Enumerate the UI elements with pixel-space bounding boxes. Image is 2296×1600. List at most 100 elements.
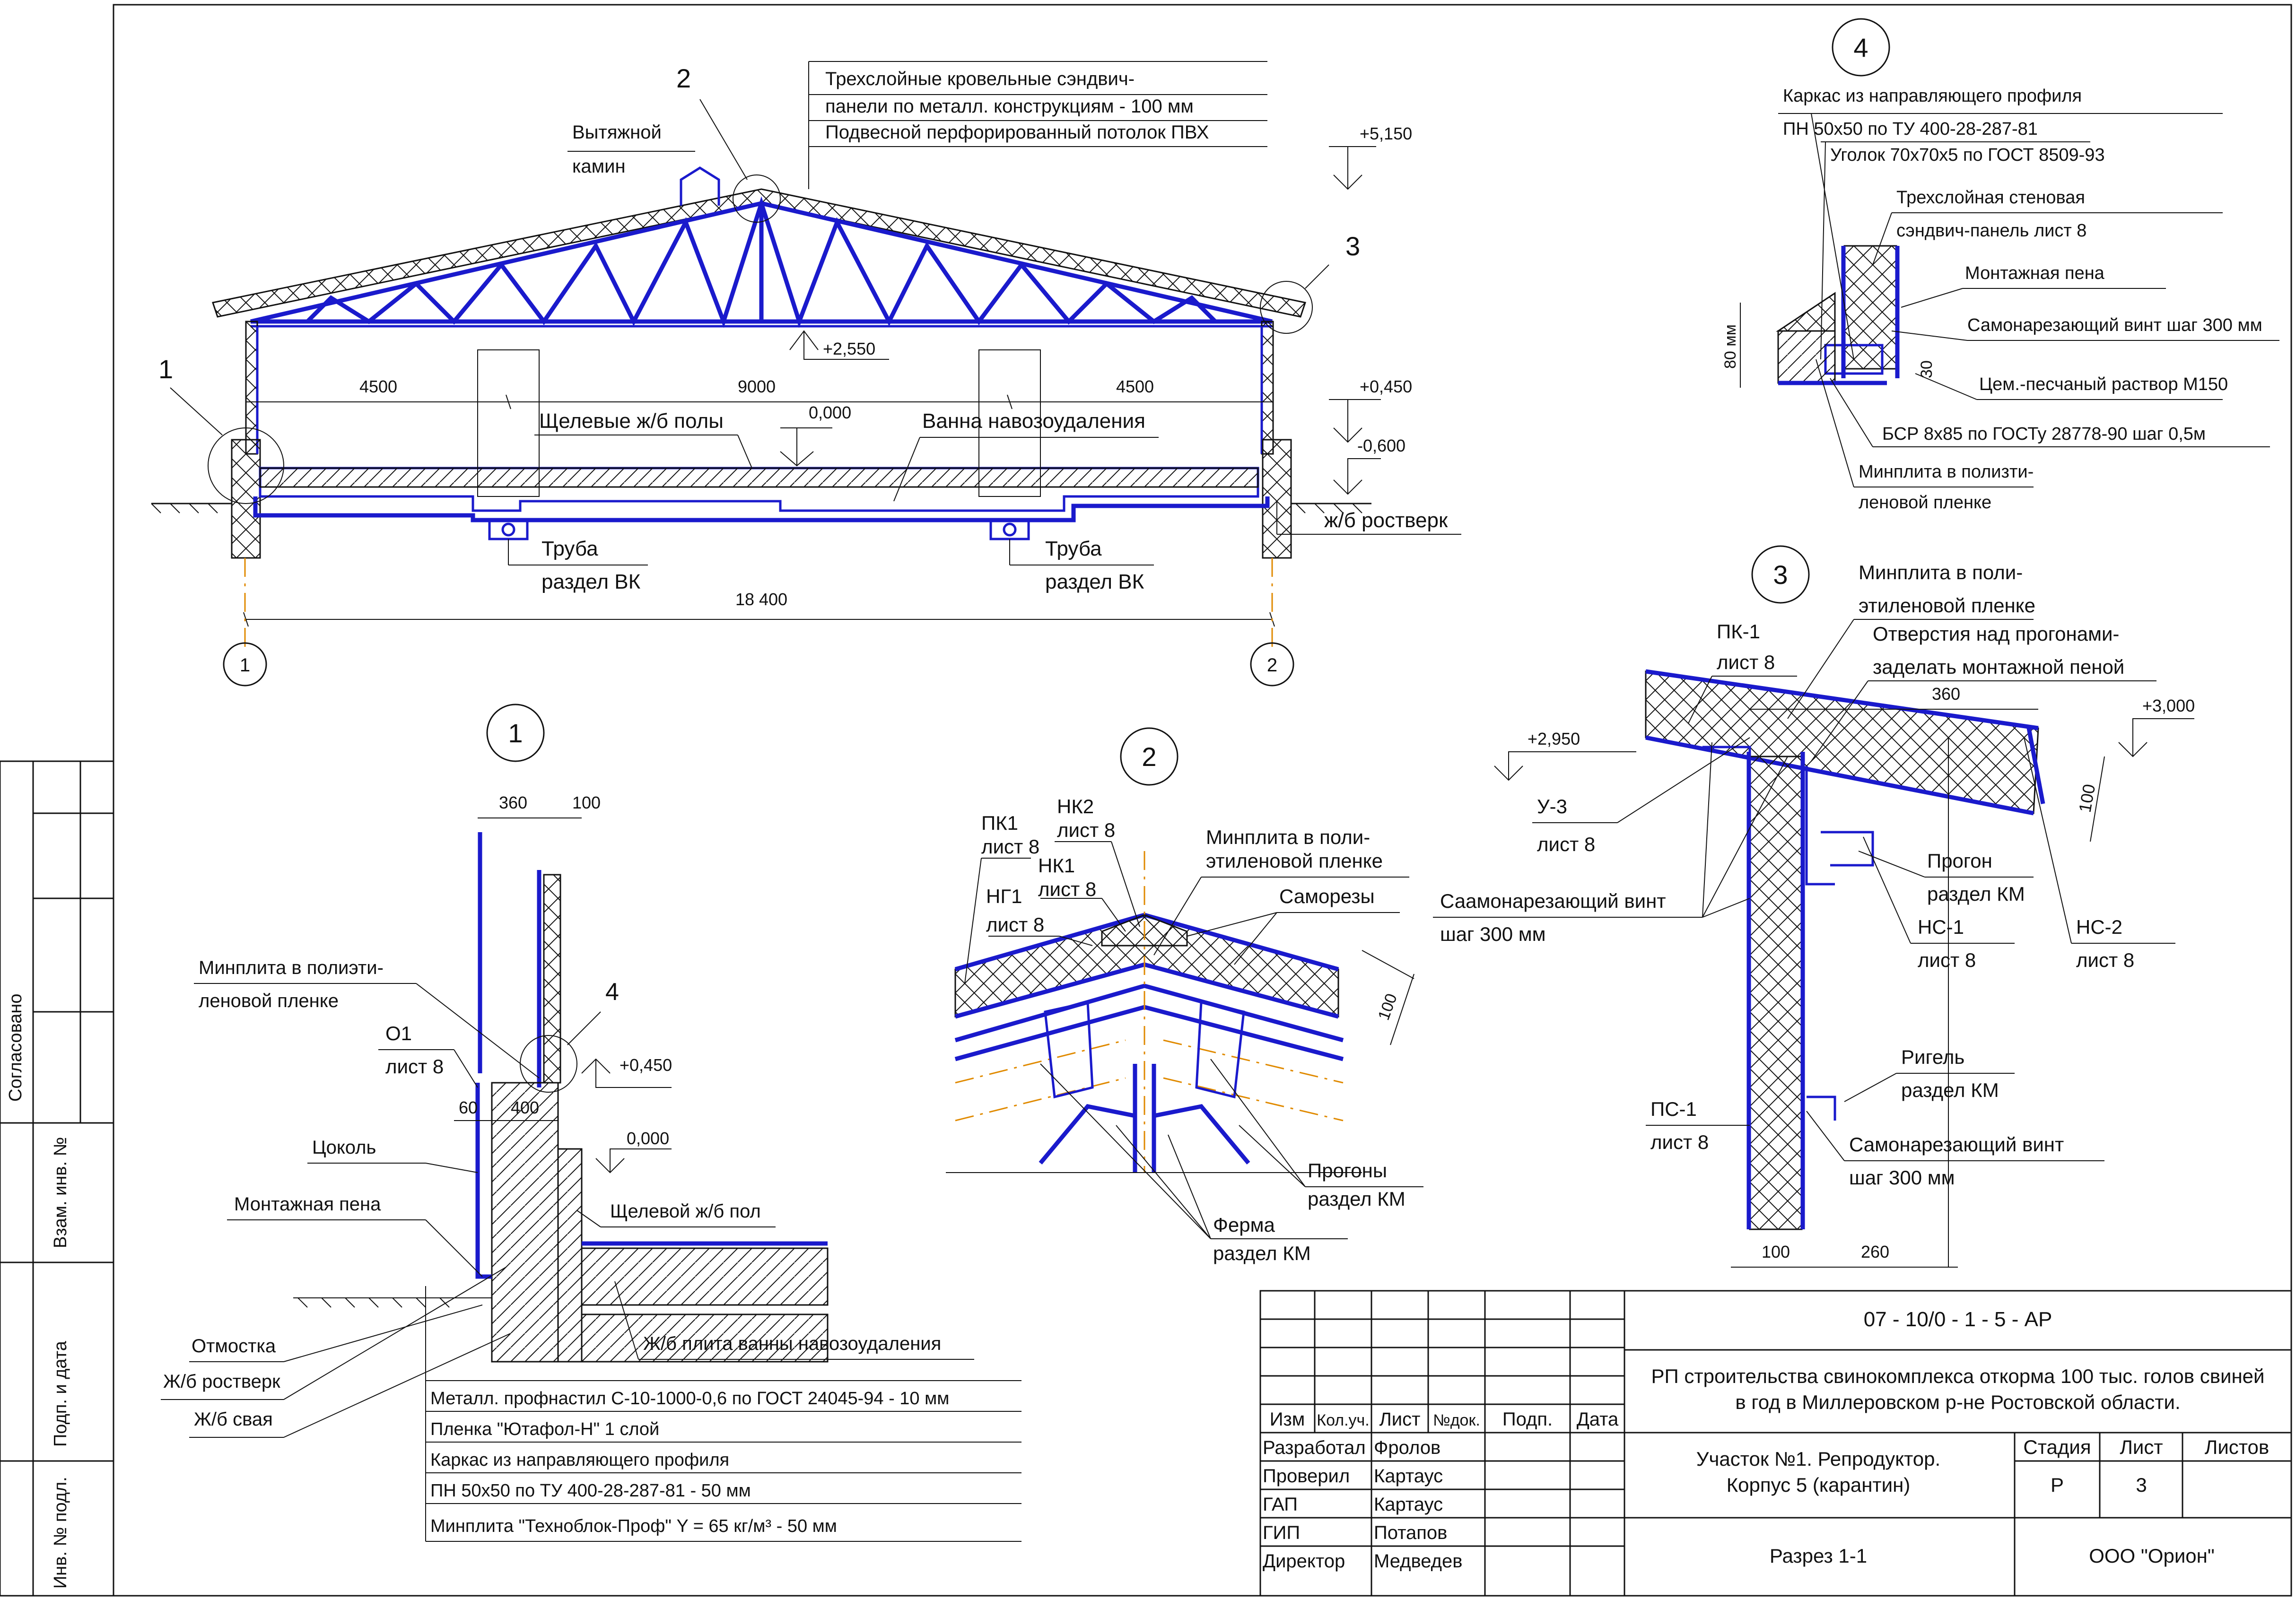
detail-4-line-9: БСР 8х85 по ГОСТу 28778-90 шаг 0,5м bbox=[1882, 424, 2206, 444]
d3-rigel-2: раздел КМ bbox=[1901, 1079, 1999, 1101]
detail-4-line-6: Монтажная пена bbox=[1965, 263, 2105, 283]
tb-name-1: Фролов bbox=[1374, 1437, 1440, 1458]
tb-role-3: ГАП bbox=[1263, 1494, 1298, 1515]
callout-circle-1 bbox=[208, 427, 284, 504]
d1-otmostka: Отмостка bbox=[192, 1336, 276, 1357]
svg-text:0,000: 0,000 bbox=[809, 403, 851, 422]
d3-minplita-1: Минплита в поли- bbox=[1859, 561, 2023, 583]
d3-screw-1: Саамонарезающий винт bbox=[1440, 890, 1666, 912]
d2-pk1-2: лист 8 bbox=[981, 835, 1039, 858]
spec-row-1: Металл. профнастил С-10-1000-0,6 по ГОСТ… bbox=[430, 1389, 949, 1409]
detail-4-line-1: Каркас из направляющего профиля bbox=[1783, 86, 2082, 106]
tb-h-podp: Подп. bbox=[1502, 1409, 1553, 1430]
d3-level-a: +2,950 bbox=[1528, 729, 1580, 748]
d2-progony-2: раздел КМ bbox=[1308, 1188, 1406, 1210]
d2-ng1-1: НГ1 bbox=[986, 885, 1022, 907]
tb-object-1: Участок №1. Репродуктор. bbox=[1696, 1448, 1940, 1470]
bath-label: Ванна навозоудаления bbox=[922, 409, 1145, 433]
d1-floor: Щелевой ж/б пол bbox=[610, 1201, 761, 1222]
d1-o1-1: О1 bbox=[385, 1022, 412, 1044]
d1-level2: 0,000 bbox=[627, 1129, 669, 1148]
roof-note-1: Трехслойные кровельные сэндвич- bbox=[825, 69, 1135, 89]
d1-level1: +0,450 bbox=[620, 1055, 672, 1075]
footing-label: ж/б ростверк bbox=[1324, 509, 1448, 532]
d2-minplita-1: Минплита в поли- bbox=[1206, 826, 1370, 848]
tb-h-doc: №док. bbox=[1433, 1411, 1480, 1429]
d3-dim-b2: 260 bbox=[1861, 1242, 1889, 1261]
svg-text:+2,550: +2,550 bbox=[823, 339, 875, 358]
tb-role-5: Директор bbox=[1263, 1551, 1345, 1572]
tb-role-4: ГИП bbox=[1263, 1522, 1300, 1543]
detail-2: 2 100 ПК1 лист 8 НК2 лист 8 НК1 лист 8 Н… bbox=[946, 727, 1423, 1264]
roof-panel bbox=[212, 188, 1306, 318]
spec-row-4: ПН 50х50 по ТУ 400-28-287-81 - 50 мм bbox=[430, 1481, 751, 1501]
bath bbox=[259, 467, 1259, 512]
svg-text:-0,600: -0,600 bbox=[1357, 436, 1406, 455]
axis-1-marker bbox=[223, 642, 267, 687]
inv-label: Инв. № подл. bbox=[51, 1477, 70, 1589]
tb-sheet-h: Лист bbox=[2120, 1436, 2163, 1458]
d3-progon-2: раздел КМ bbox=[1927, 883, 2025, 905]
tb-h-kolvo: Кол.уч. bbox=[1317, 1411, 1369, 1429]
d2-nk2-1: НК2 bbox=[1057, 795, 1094, 817]
d3-dim-top: 360 bbox=[1932, 684, 1960, 704]
d1-dim-a: 360 bbox=[499, 793, 527, 812]
floors-label: Щелевые ж/б полы bbox=[539, 409, 724, 433]
d3-pk1-1: ПК-1 bbox=[1717, 620, 1760, 643]
d1-tsokol: Цоколь bbox=[312, 1137, 376, 1158]
spec-table: Металл. профнастил С-10-1000-0,6 по ГОСТ… bbox=[425, 1286, 1021, 1542]
dim-right: 4500 bbox=[1116, 377, 1154, 396]
pipe-left-2: раздел ВК bbox=[541, 570, 641, 593]
detail-4-line-5: сэндвич-панель лист 8 bbox=[1896, 221, 2086, 241]
level-truss: +2,550 bbox=[789, 330, 889, 360]
tb-code: 07 - 10/0 - 1 - 5 - АР bbox=[1864, 1308, 2052, 1331]
tb-role-2: Проверил bbox=[1263, 1466, 1350, 1487]
tb-h-list: Лист bbox=[1379, 1409, 1421, 1430]
d3-holes-1: Отверстия над прогонами- bbox=[1873, 623, 2119, 645]
detail-4-line-2: ПН 50х50 по ТУ 400-28-287-81 bbox=[1783, 119, 2038, 139]
callout-circle-2 bbox=[733, 174, 781, 223]
d1-dim-c: 60 bbox=[459, 1098, 478, 1117]
d2-samorezy: Саморезы bbox=[1279, 885, 1375, 907]
exhaust-label-2: камин bbox=[572, 156, 626, 177]
detail-1-number: 1 bbox=[508, 718, 523, 748]
side-stamp: Согласовано Взам. инв. № Подп. и дата Ин… bbox=[0, 760, 114, 1597]
tb-project-1: РП строительства свинокомплекса откорма … bbox=[1651, 1365, 2265, 1387]
d3-progon-1: Прогон bbox=[1927, 850, 1992, 872]
d3-rigel-1: Ригель bbox=[1901, 1046, 1964, 1068]
d2-progony-1: Прогоны bbox=[1308, 1159, 1387, 1182]
d2-ferma-2: раздел КМ bbox=[1213, 1242, 1311, 1264]
d2-dim: 100 bbox=[1375, 991, 1401, 1022]
detail-3: 3 Минплита в поли- этиленовой пленке Отв… bbox=[1433, 545, 2195, 1268]
axis-2-label: 2 bbox=[1267, 655, 1277, 676]
vzam-label: Взам. инв. № bbox=[51, 1137, 70, 1248]
d3-screw2-2: шаг 300 мм bbox=[1849, 1166, 1955, 1189]
d1-svaya: Ж/б свая bbox=[194, 1409, 273, 1430]
d3-screw2-1: Самонарезающий винт bbox=[1849, 1133, 2064, 1156]
dim-total: 18 400 bbox=[735, 590, 787, 609]
detail-4-line-7: Самонарезающий винт шаг 300 мм bbox=[1967, 315, 2262, 335]
d1-minplita-2: леновой пленке bbox=[199, 991, 339, 1011]
axis-1-label: 1 bbox=[240, 655, 250, 676]
d3-screw-2: шаг 300 мм bbox=[1440, 923, 1546, 945]
tb-h-izm: Изм bbox=[1270, 1409, 1305, 1430]
callout-3-text: 3 bbox=[1345, 231, 1360, 261]
d3-ns1-1: НС-1 bbox=[1918, 916, 1964, 938]
d2-nk1-1: НК1 bbox=[1038, 854, 1075, 877]
soglasovano-label: Согласовано bbox=[6, 994, 26, 1102]
d3-dim-b1: 100 bbox=[1762, 1242, 1790, 1261]
pipe-right-2: раздел ВК bbox=[1045, 570, 1144, 593]
detail-4-dim30: 30 bbox=[1918, 360, 1936, 378]
level-top: +5,150 bbox=[1329, 124, 1412, 190]
d1-plita: Ж/б плита ванны навозоудаления bbox=[643, 1333, 941, 1354]
dim-mid: 9000 bbox=[738, 377, 776, 396]
d3-u3-2: лист 8 bbox=[1537, 833, 1595, 855]
exhaust-chimney bbox=[680, 166, 720, 206]
d1-o1-2: лист 8 bbox=[385, 1055, 444, 1078]
tb-sheet: 3 bbox=[2136, 1474, 2147, 1496]
d3-level-b: +3,000 bbox=[2142, 696, 2195, 715]
tb-org: ООО "Орион" bbox=[2089, 1545, 2215, 1567]
pipe-right-1: Труба bbox=[1045, 537, 1102, 560]
d1-rostverk: Ж/б ростверк bbox=[163, 1371, 280, 1392]
